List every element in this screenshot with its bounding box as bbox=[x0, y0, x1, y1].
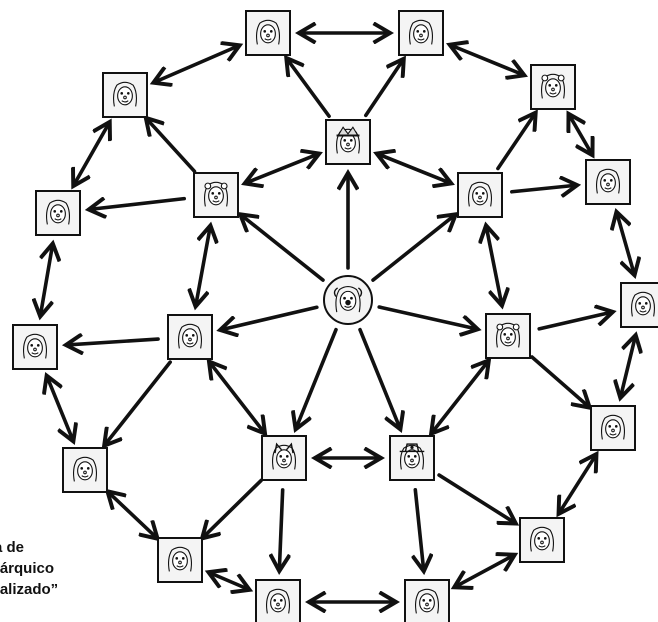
node-outer-5 bbox=[620, 282, 658, 328]
face-icon bbox=[113, 81, 137, 107]
two-way-arrow-outer-14-to-outer-1 bbox=[154, 46, 238, 83]
node-outer-9 bbox=[255, 579, 301, 622]
node-inner-left bbox=[167, 314, 213, 360]
one-way-arrow-inner-upper-left-to-outer-13 bbox=[90, 199, 187, 210]
one-way-arrow-inner-upper-left-to-outer-14 bbox=[147, 119, 197, 174]
two-way-arrow-outer-4-to-outer-5 bbox=[617, 213, 634, 274]
node-inner-top bbox=[325, 119, 371, 165]
face-icon bbox=[256, 19, 280, 45]
two-way-arrow-inner-left-to-inner-upper-left bbox=[196, 226, 210, 305]
face-icon bbox=[468, 181, 492, 207]
two-way-arrow-outer-7-to-outer-8 bbox=[455, 555, 514, 587]
one-way-arrow-inner-lower-left-to-outer-10 bbox=[203, 478, 263, 537]
one-way-arrow-inner-top-to-outer-1 bbox=[287, 59, 331, 119]
two-way-arrow-outer-12-to-outer-13 bbox=[40, 245, 52, 316]
face-icon bbox=[530, 526, 554, 552]
face-icon bbox=[415, 588, 439, 614]
one-way-arrow-inner-upper-right-to-outer-4 bbox=[510, 185, 576, 192]
two-way-arrow-inner-upper-left-to-inner-top bbox=[246, 154, 319, 183]
one-way-arrow-center-to-inner-upper-right bbox=[371, 215, 455, 282]
one-way-arrow-center-to-inner-left bbox=[221, 305, 319, 329]
two-way-arrow-outer-3-to-outer-4 bbox=[569, 115, 592, 155]
bear-face-icon bbox=[204, 181, 228, 207]
node-outer-11 bbox=[62, 447, 108, 493]
one-way-arrow-inner-top-to-outer-2 bbox=[364, 60, 403, 118]
node-center bbox=[323, 275, 373, 325]
arrows-layer bbox=[40, 33, 635, 602]
two-way-arrow-outer-10-to-outer-11 bbox=[108, 492, 157, 538]
two-way-arrow-inner-top-to-inner-upper-right bbox=[378, 154, 451, 183]
one-way-arrow-inner-left-to-outer-12 bbox=[67, 339, 160, 345]
node-outer-8 bbox=[404, 579, 450, 622]
one-way-arrow-inner-right-to-outer-6 bbox=[530, 355, 589, 407]
jester-face-icon bbox=[336, 126, 360, 154]
one-way-arrow-inner-upper-right-to-outer-3 bbox=[496, 114, 535, 171]
face-icon bbox=[23, 333, 47, 359]
node-outer-12 bbox=[12, 324, 58, 370]
face-icon bbox=[596, 168, 620, 194]
node-inner-upper-left bbox=[193, 172, 239, 218]
bear-face-icon bbox=[496, 322, 520, 348]
node-outer-6 bbox=[590, 405, 636, 451]
one-way-arrow-center-to-inner-lower-right bbox=[358, 327, 400, 429]
face-icon bbox=[631, 291, 655, 317]
nodes-layer bbox=[12, 10, 658, 622]
two-way-arrow-inner-upper-right-to-inner-right bbox=[486, 226, 502, 304]
node-outer-7 bbox=[519, 517, 565, 563]
face-icon bbox=[73, 456, 97, 482]
node-outer-4 bbox=[585, 159, 631, 205]
node-outer-13 bbox=[35, 190, 81, 236]
caption-line-2: rárquico bbox=[0, 560, 55, 577]
hat-face-icon bbox=[399, 443, 425, 470]
face-icon bbox=[46, 199, 70, 225]
node-inner-lower-right bbox=[389, 435, 435, 481]
node-outer-2 bbox=[398, 10, 444, 56]
two-way-arrow-outer-6-to-outer-7 bbox=[559, 455, 596, 513]
one-way-arrow-inner-lower-right-to-outer-7 bbox=[437, 473, 515, 523]
node-inner-upper-right bbox=[457, 172, 503, 218]
face-icon bbox=[178, 323, 202, 349]
two-way-arrow-inner-lower-left-to-inner-left bbox=[210, 362, 265, 432]
one-way-arrow-center-to-inner-lower-left bbox=[296, 327, 338, 429]
bear-face-icon bbox=[541, 73, 565, 99]
two-way-arrow-outer-9-to-outer-10 bbox=[209, 573, 248, 590]
one-way-arrow-inner-lower-left-to-outer-9 bbox=[279, 488, 282, 570]
two-way-arrow-inner-right-to-inner-lower-right bbox=[432, 361, 488, 433]
two-way-arrow-outer-11-to-outer-12 bbox=[47, 377, 73, 441]
cat-face-icon bbox=[272, 442, 296, 470]
node-inner-right bbox=[485, 313, 531, 359]
node-outer-10 bbox=[157, 537, 203, 583]
node-outer-14 bbox=[102, 72, 148, 118]
node-inner-lower-left bbox=[261, 435, 307, 481]
one-way-arrow-inner-left-to-outer-11 bbox=[105, 360, 172, 445]
face-icon bbox=[266, 588, 290, 614]
two-way-arrow-outer-5-to-outer-6 bbox=[621, 336, 636, 397]
one-way-arrow-center-to-inner-upper-left bbox=[241, 215, 325, 282]
face-icon bbox=[601, 414, 625, 440]
two-way-arrow-outer-2-to-outer-3 bbox=[451, 45, 524, 75]
caption-line-3: ralizado” bbox=[0, 581, 59, 598]
caption-line-1: a de bbox=[0, 539, 25, 556]
one-way-arrow-inner-right-to-outer-5 bbox=[537, 312, 612, 331]
caption: a de rárquico ralizado” bbox=[0, 537, 154, 600]
one-way-arrow-inner-lower-right-to-outer-8 bbox=[415, 488, 423, 570]
face-icon bbox=[168, 546, 192, 572]
node-outer-3 bbox=[530, 64, 576, 110]
face-icon bbox=[409, 19, 433, 45]
clown-face-icon bbox=[333, 286, 363, 313]
one-way-arrow-center-to-inner-right bbox=[377, 305, 477, 329]
two-way-arrow-outer-13-to-outer-14 bbox=[74, 123, 109, 185]
node-outer-1 bbox=[245, 10, 291, 56]
